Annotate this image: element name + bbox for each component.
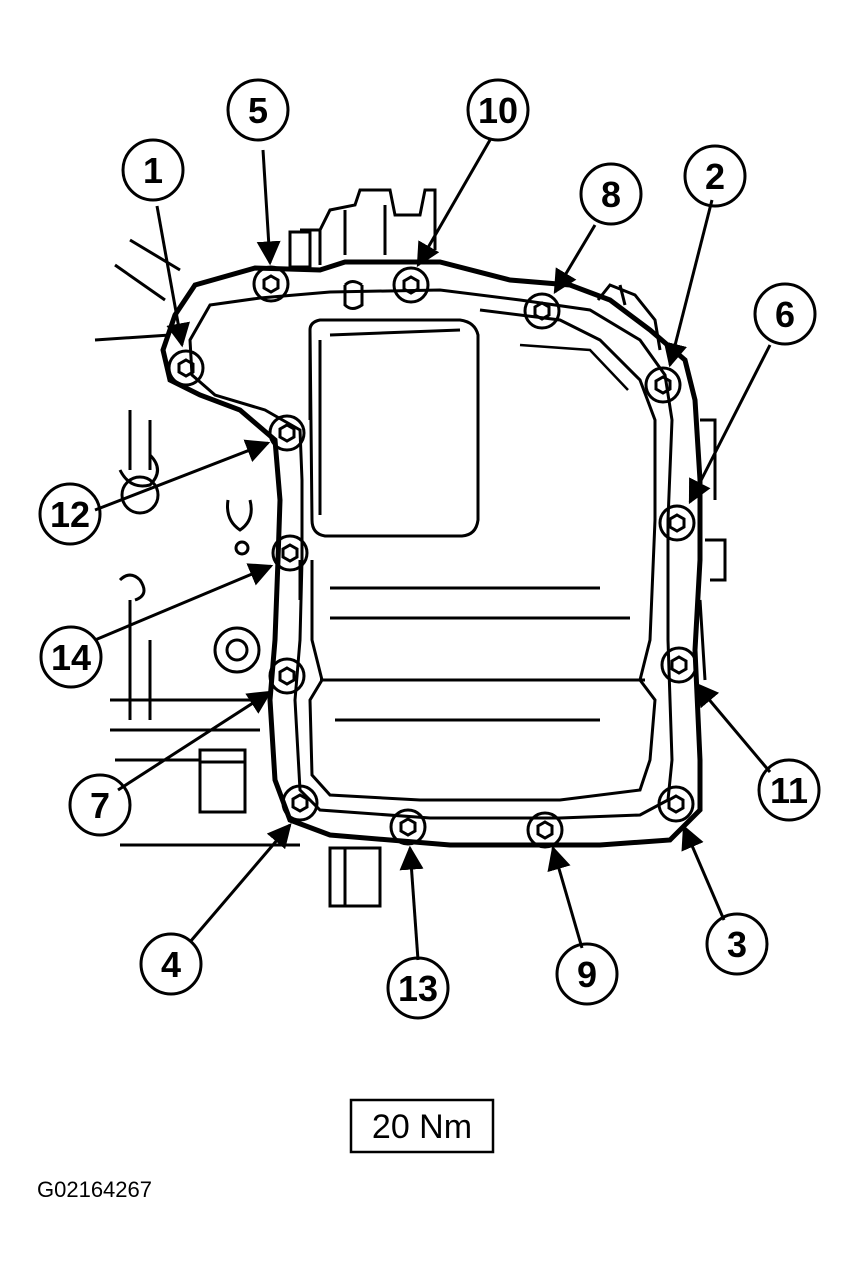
callout-14: 14 (39, 625, 103, 689)
callout-4: 4 (139, 932, 203, 996)
torque-spec-label: 20 Nm (372, 1108, 472, 1146)
leader-arrow-7 (117, 690, 273, 792)
callout-5-label: 5 (248, 90, 268, 131)
bolt-6 (658, 504, 696, 542)
callout-6-label: 6 (775, 294, 795, 335)
callout-12: 12 (38, 482, 102, 546)
callout-3-label: 3 (727, 924, 747, 965)
callout-9-label: 9 (577, 954, 597, 995)
leader-arrow-13 (399, 845, 424, 961)
leader-arrow-3 (681, 824, 726, 921)
callout-2-label: 2 (705, 156, 725, 197)
bolt-7 (268, 657, 306, 695)
callout-14-label: 14 (51, 637, 91, 678)
bolt-5 (252, 265, 290, 303)
callout-13: 13 (386, 956, 450, 1020)
torque-spec-box: 20 Nm (349, 1098, 495, 1154)
engine-block-background (94, 188, 727, 908)
bolts (167, 265, 698, 849)
callout-5: 5 (226, 78, 290, 142)
callout-1: 1 (121, 138, 185, 202)
figure-id: G02164267 (37, 1177, 152, 1202)
callout-13-label: 13 (398, 968, 438, 1009)
leader-arrow-10 (416, 139, 492, 268)
callout-3: 3 (705, 912, 769, 976)
leader-arrow-2 (663, 199, 714, 368)
leader-arrow-5 (256, 149, 281, 266)
bolt-12 (268, 414, 306, 452)
leader-arrow-11 (694, 682, 772, 773)
leader-arrow-14 (94, 563, 274, 642)
leader-arrow-1 (155, 205, 190, 348)
callout-11-label: 11 (770, 770, 808, 811)
leader-arrows (94, 139, 772, 961)
leader-arrow-9 (547, 845, 584, 949)
callouts: 1 2 3 4 5 6 7 8 9 10 11 12 13 14 (38, 78, 821, 1020)
bolt-9 (526, 811, 564, 849)
leader-arrow-8 (553, 224, 597, 295)
bolt-4 (281, 784, 319, 822)
bolt-11 (660, 646, 698, 684)
callout-2: 2 (683, 144, 747, 208)
callout-8: 8 (579, 162, 643, 226)
callout-12-label: 12 (50, 494, 90, 535)
callout-4-label: 4 (161, 944, 181, 985)
callout-7: 7 (68, 773, 132, 837)
leader-arrow-4 (188, 823, 292, 943)
bolt-1 (167, 349, 205, 387)
bolt-2 (644, 366, 682, 404)
bolt-10 (392, 266, 430, 304)
callout-10-label: 10 (478, 90, 518, 131)
callout-11: 11 (757, 758, 821, 822)
callout-10: 10 (466, 78, 530, 142)
leader-arrow-12 (94, 439, 271, 512)
bolt-8 (523, 292, 561, 330)
leader-arrow-6 (688, 344, 772, 505)
bolt-3 (657, 785, 695, 823)
callout-7-label: 7 (90, 785, 110, 826)
bolt-13 (389, 808, 427, 846)
callout-1-label: 1 (143, 150, 163, 191)
bolt-14 (271, 534, 309, 572)
callout-8-label: 8 (601, 174, 621, 215)
callout-9: 9 (555, 942, 619, 1006)
callout-6: 6 (753, 282, 817, 346)
